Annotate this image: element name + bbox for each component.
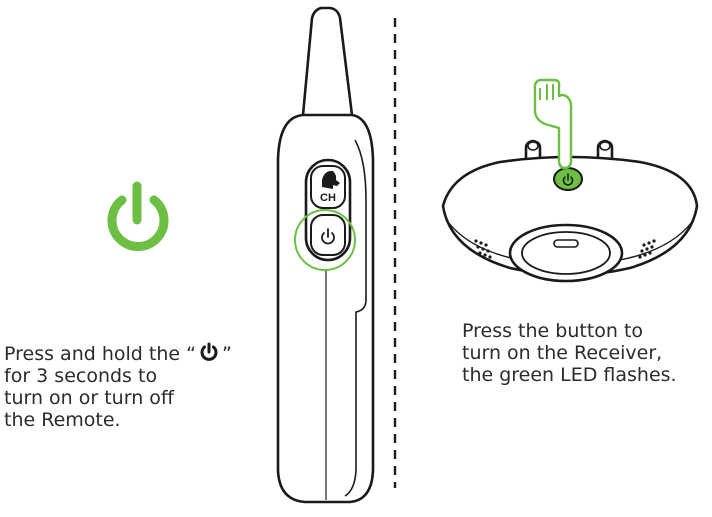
right-caption-line-2: turn on the Receiver,: [462, 342, 663, 364]
receiver-lens-inner: [521, 231, 611, 275]
receiver-power-button: [553, 167, 583, 191]
power-icon: [107, 181, 169, 251]
receiver-led-slot: [553, 239, 579, 248]
power-button-highlight: [294, 209, 356, 271]
left-caption-line-2: for 3 seconds to: [4, 365, 158, 387]
left-caption-line-4: the Remote.: [4, 409, 121, 431]
receiver-speaker-left: [474, 239, 492, 259]
receiver-speaker-right: [638, 239, 656, 259]
right-caption-line-1: Press the button to: [462, 320, 644, 342]
power-icon: [321, 228, 335, 245]
power-icon: [562, 173, 574, 186]
remote-power-instructions: Press and hold the “ ” for 3 seconds to t…: [4, 341, 294, 431]
right-caption-line-3: the green LED flashes.: [462, 364, 677, 386]
left-caption-line-1: Press and hold the “ ”: [4, 341, 294, 365]
pointing-hand-icon: [533, 78, 573, 170]
receiver-power-instructions: Press the button to turn on the Receiver…: [462, 320, 707, 386]
remote-antenna: [301, 6, 354, 116]
power-icon: [200, 342, 218, 361]
left-caption-line-3: turn on or turn off: [4, 387, 174, 409]
channel-button-label: CH: [320, 192, 336, 204]
remote-body: [276, 113, 375, 504]
dog-head-icon: [322, 171, 340, 189]
left-caption-line-1-prefix: Press and hold the “: [4, 343, 196, 365]
left-caption-line-1-suffix: ”: [221, 343, 232, 365]
